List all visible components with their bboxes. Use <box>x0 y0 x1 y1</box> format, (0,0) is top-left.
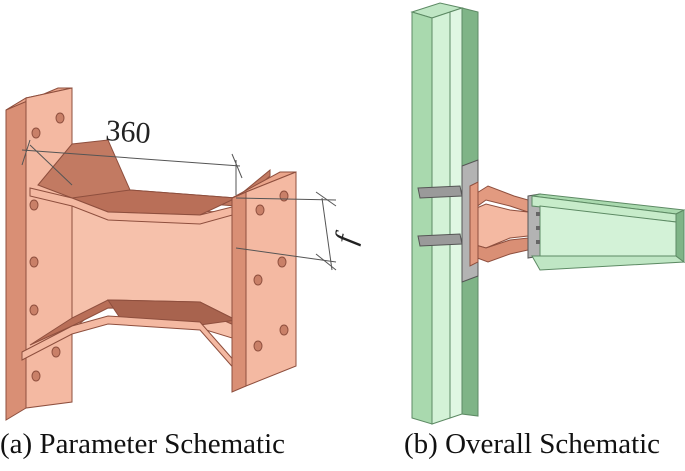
panel-a-caption: (a) Parameter Schematic <box>0 428 286 460</box>
left-plate-bolt-holes <box>29 112 65 382</box>
length-dimension-label: 360 <box>105 114 152 150</box>
right-plate-bolt-holes <box>253 190 289 352</box>
left-end-plate-side <box>5 97 27 421</box>
flange-dimension <box>235 191 337 271</box>
beam-end-face <box>675 209 685 263</box>
right-end-plate-side <box>231 191 247 393</box>
right-end-plate-front <box>245 171 297 387</box>
column-web <box>431 11 451 425</box>
assembly-connector-plate <box>469 181 479 267</box>
panel-b-assembly-drawing <box>410 2 685 425</box>
continuity-plate-lower <box>417 233 463 247</box>
column-right-flange <box>449 7 463 419</box>
panel-a-connector-drawing <box>5 87 337 421</box>
column-left-flange <box>411 11 433 425</box>
flange-dimension-symbol: f <box>329 228 364 247</box>
panel-b-caption: (b) Overall Schematic <box>404 428 661 460</box>
continuity-plate-upper <box>417 185 463 199</box>
beam-end-plate-bolts <box>536 212 540 244</box>
beam-bottom-flange <box>531 255 685 271</box>
length-dimension <box>21 139 243 195</box>
